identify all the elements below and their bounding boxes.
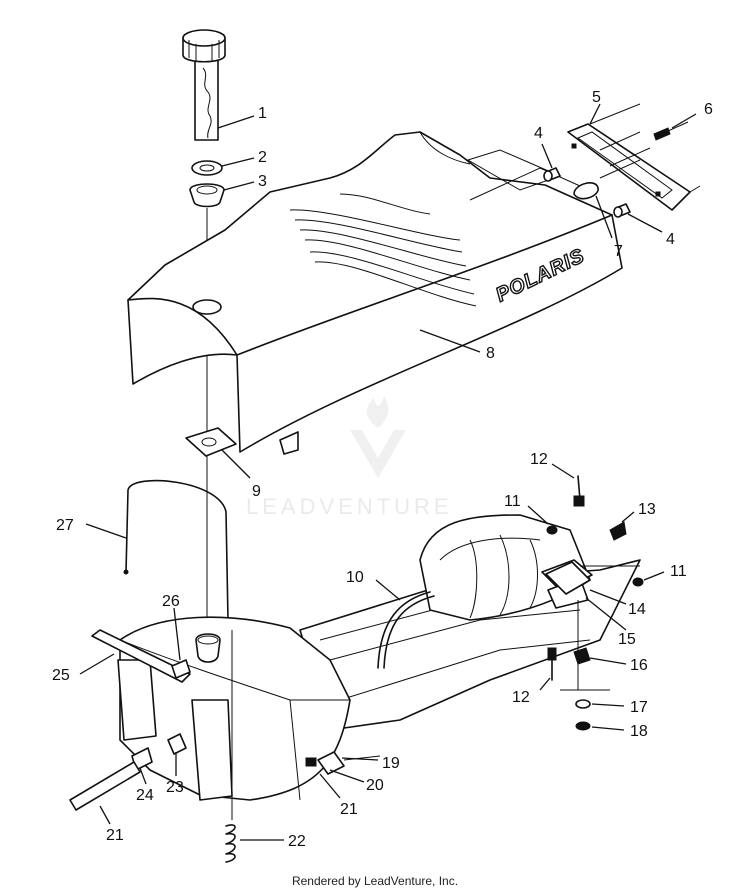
callout-11b: 11	[670, 563, 687, 580]
part-bulb	[573, 182, 599, 200]
part-washer	[191, 160, 223, 176]
part-bolt-upper	[573, 475, 585, 507]
watermark-text: LEADVENTURE	[246, 494, 453, 519]
part-nut-11a	[546, 525, 558, 535]
callout-27: 27	[56, 517, 74, 534]
part-washer-17	[575, 699, 591, 709]
callout-21b: 21	[340, 801, 358, 818]
callout-9: 9	[252, 483, 261, 500]
callout-8: 8	[486, 345, 495, 362]
watermark-logo: LEADVENTURE	[246, 396, 453, 519]
part-nut-16	[573, 647, 591, 665]
callout-labels: 1 2 3 4 5 6 7 4 8 9 10 11 11 12 12 13 14…	[52, 89, 713, 850]
callout-26: 26	[162, 593, 180, 610]
callout-12b: 12	[512, 689, 530, 706]
callout-2: 2	[258, 149, 267, 166]
part-mount-bracket	[545, 561, 640, 691]
callout-20: 20	[366, 777, 384, 794]
part-nut-11b	[632, 577, 644, 587]
callout-18: 18	[630, 723, 648, 740]
part-fuel-cap	[182, 29, 226, 141]
part-hose	[377, 591, 435, 669]
part-seat: POLARIS	[127, 131, 623, 455]
part-nut-18	[575, 721, 591, 731]
callout-3: 3	[258, 173, 267, 190]
part-gasket	[185, 427, 237, 457]
callout-16: 16	[630, 657, 648, 674]
callout-13: 13	[638, 501, 656, 518]
callout-23: 23	[166, 779, 184, 796]
callout-10: 10	[346, 569, 364, 586]
part-clip-13	[609, 521, 627, 541]
part-clip	[171, 659, 191, 679]
callout-1: 1	[258, 105, 267, 122]
callout-12a: 12	[530, 451, 548, 468]
callout-15: 15	[618, 631, 636, 648]
callout-19: 19	[382, 755, 400, 772]
part-fuel-valve	[305, 751, 381, 775]
part-strap	[91, 629, 191, 683]
callout-17: 17	[630, 699, 648, 716]
callout-6: 6	[704, 101, 713, 118]
callout-5: 5	[592, 89, 601, 106]
callout-22: 22	[288, 833, 306, 850]
part-grommet-4a	[543, 167, 561, 182]
footer-credit: Rendered by LeadVenture, Inc.	[291, 874, 459, 888]
callout-24: 24	[136, 787, 154, 804]
part-grommet-4b	[613, 203, 631, 218]
leader-lines	[79, 103, 697, 841]
part-spring	[225, 630, 236, 863]
callout-25: 25	[52, 667, 70, 684]
callout-14: 14	[628, 601, 646, 618]
part-taillight-bracket	[567, 103, 701, 211]
callout-21a: 21	[106, 827, 124, 844]
part-fuel-line	[69, 761, 141, 811]
callout-4b: 4	[666, 231, 675, 248]
part-screw	[653, 121, 689, 141]
part-grommet	[189, 183, 225, 208]
callout-11a: 11	[504, 493, 521, 510]
callout-7: 7	[614, 243, 623, 260]
callout-4a: 4	[534, 125, 543, 142]
part-bolt-lower	[547, 647, 557, 681]
